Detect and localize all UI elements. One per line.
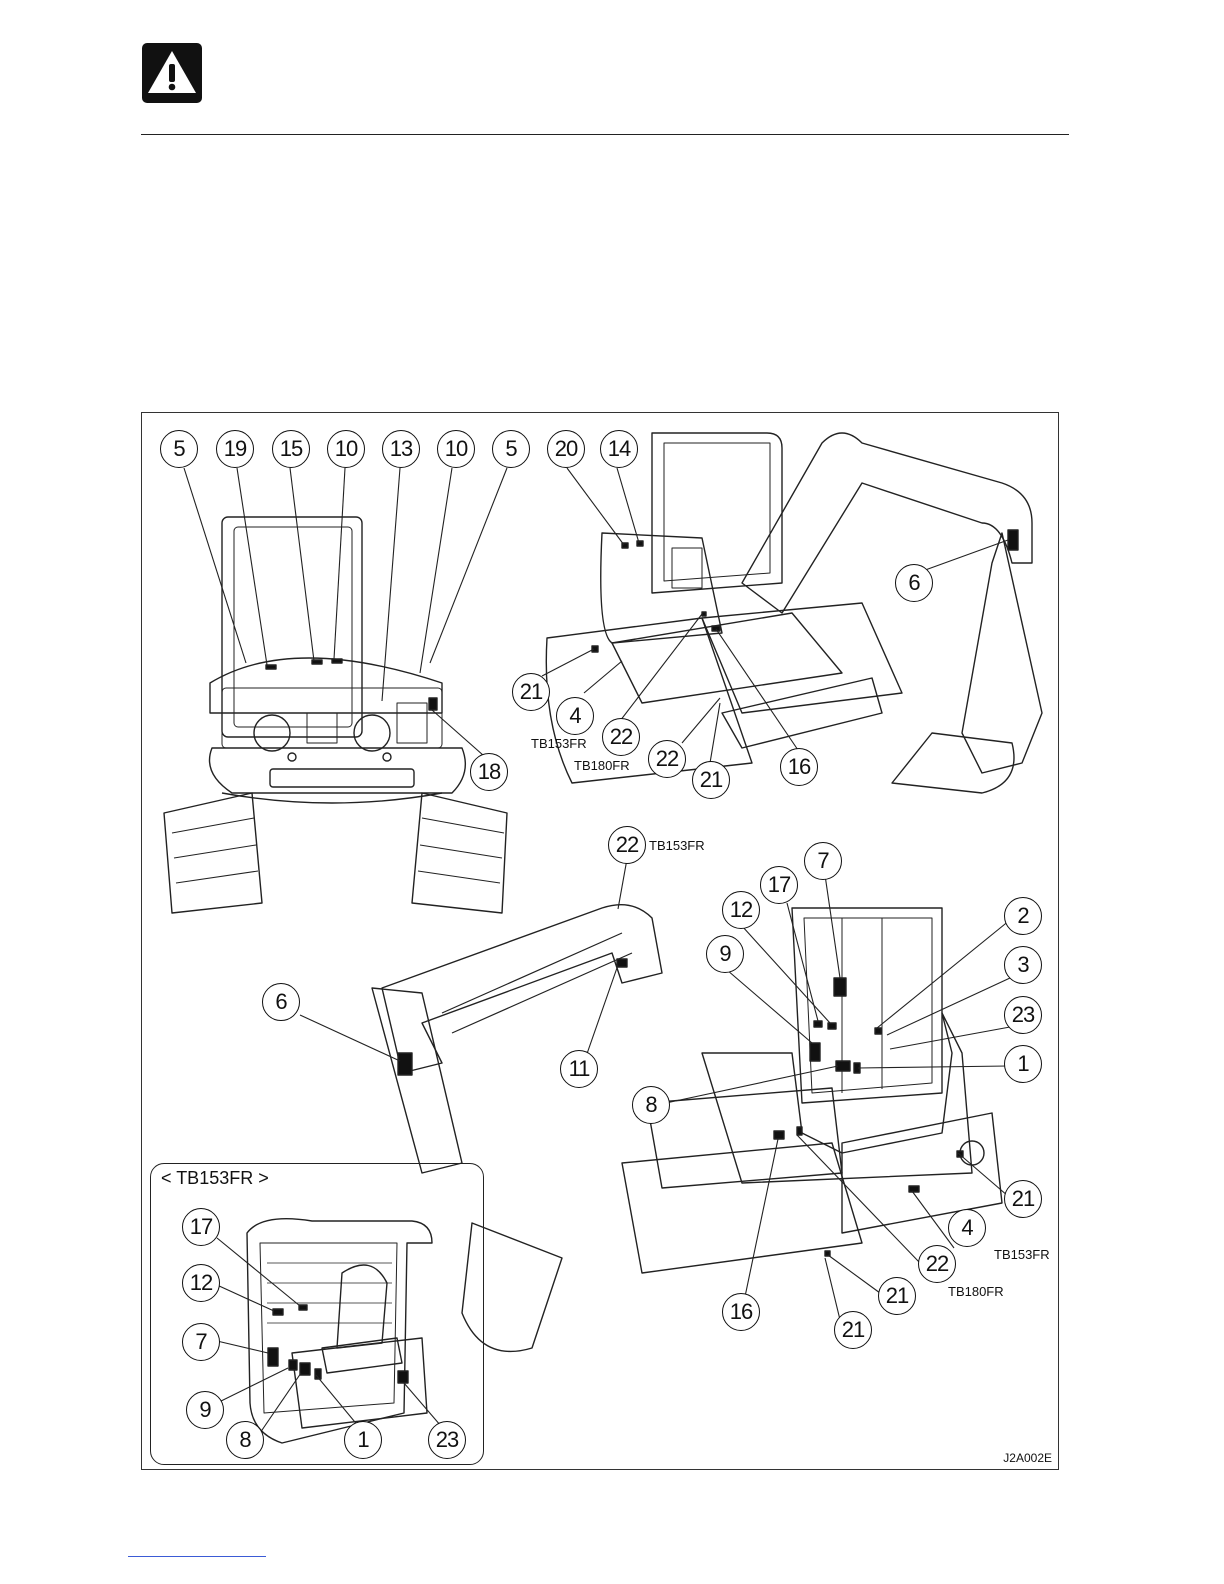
callout: 10 [327,430,365,468]
callout: 11 [560,1050,598,1088]
callout: 23 [428,1421,466,1459]
callout: 5 [160,430,198,468]
callout: 1 [344,1421,382,1459]
rear-view-machine [164,517,507,913]
callout: 21 [834,1311,872,1349]
callout: 9 [186,1391,224,1429]
callout: 6 [895,564,933,602]
inset-title: < TB153FR > [161,1168,269,1189]
callout: 22 [648,740,686,778]
callout: 7 [182,1323,220,1361]
figure-code: J2A002E [1003,1451,1052,1465]
callout: 12 [722,891,760,929]
callout: 19 [216,430,254,468]
callout: 22 [608,826,646,864]
footer-link-underline[interactable] [128,1556,266,1557]
callout: 15 [272,430,310,468]
callout: 20 [547,430,585,468]
callout: 18 [470,753,508,791]
callout: 1 [1004,1045,1042,1083]
model-label: TB153FR [649,838,705,853]
callout: 21 [878,1277,916,1315]
callout: 16 [780,748,818,786]
callout: 22 [918,1245,956,1283]
callout: 17 [760,866,798,904]
callout: 3 [1004,946,1042,984]
callout: 4 [556,697,594,735]
safety-label-figure: 5 19 15 10 13 10 5 20 14 6 21 4 TB153FR … [141,412,1059,1470]
callout: 16 [722,1293,760,1331]
callout: 8 [226,1421,264,1459]
callout: 4 [948,1209,986,1247]
model-label: TB153FR [994,1247,1050,1262]
callout: 23 [1004,996,1042,1034]
callout: 7 [804,842,842,880]
warning-icon [141,42,203,104]
callout: 21 [692,761,730,799]
callout: 2 [1004,897,1042,935]
callout: 21 [512,673,550,711]
callout: 22 [602,718,640,756]
callout: 21 [1004,1180,1042,1218]
callout: 9 [706,935,744,973]
callout: 14 [600,430,638,468]
callout: 5 [492,430,530,468]
callout: 17 [182,1208,220,1246]
callout: 13 [382,430,420,468]
model-label: TB180FR [574,758,630,773]
model-label: TB180FR [948,1284,1004,1299]
callout: 6 [262,983,300,1021]
callout: 10 [437,430,475,468]
callout: 8 [632,1086,670,1124]
callout: 12 [182,1264,220,1302]
model-label: TB153FR [531,736,587,751]
header-rule [141,134,1069,135]
